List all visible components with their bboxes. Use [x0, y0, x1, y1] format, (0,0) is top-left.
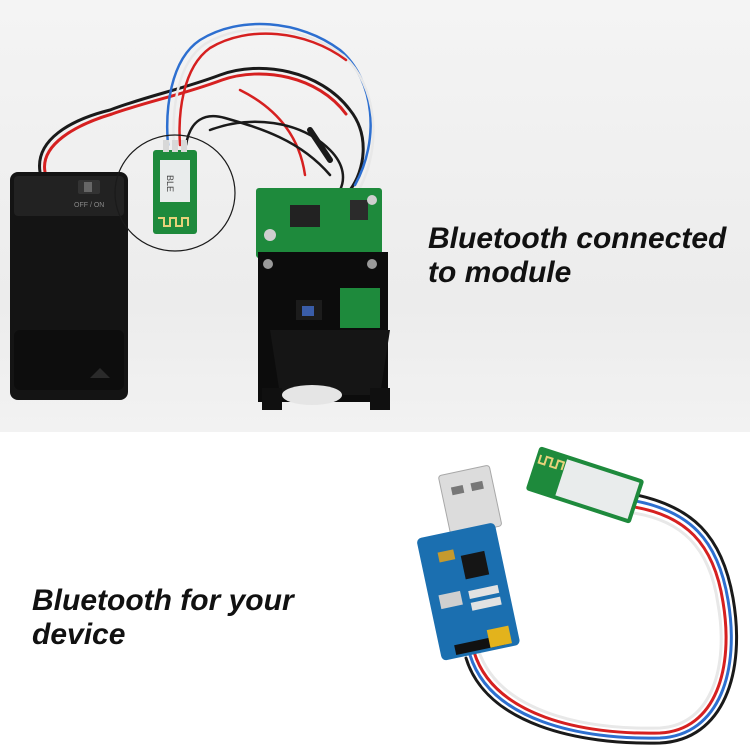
bottom-photo: [417, 446, 739, 745]
caption-bluetooth-connected: Bluetooth connected to module: [428, 222, 727, 289]
battery-wires: [38, 66, 365, 192]
top-photo: OFF / ON BLE: [10, 22, 390, 410]
module-wires: [165, 22, 375, 192]
usb-serial-adapter: [417, 465, 520, 661]
battery-holder: OFF / ON: [10, 172, 128, 400]
switch-label: OFF / ON: [74, 202, 104, 209]
bluetooth-module-top: BLE: [153, 140, 197, 234]
highlight-circle: [114, 134, 236, 252]
laser-module: [256, 188, 390, 410]
svg-text:BLE: BLE: [165, 175, 175, 192]
usb-adapter-wires: [464, 492, 739, 745]
caption-bluetooth-for-device: Bluetooth for your device: [32, 584, 294, 651]
bluetooth-module-bottom: [526, 446, 644, 524]
